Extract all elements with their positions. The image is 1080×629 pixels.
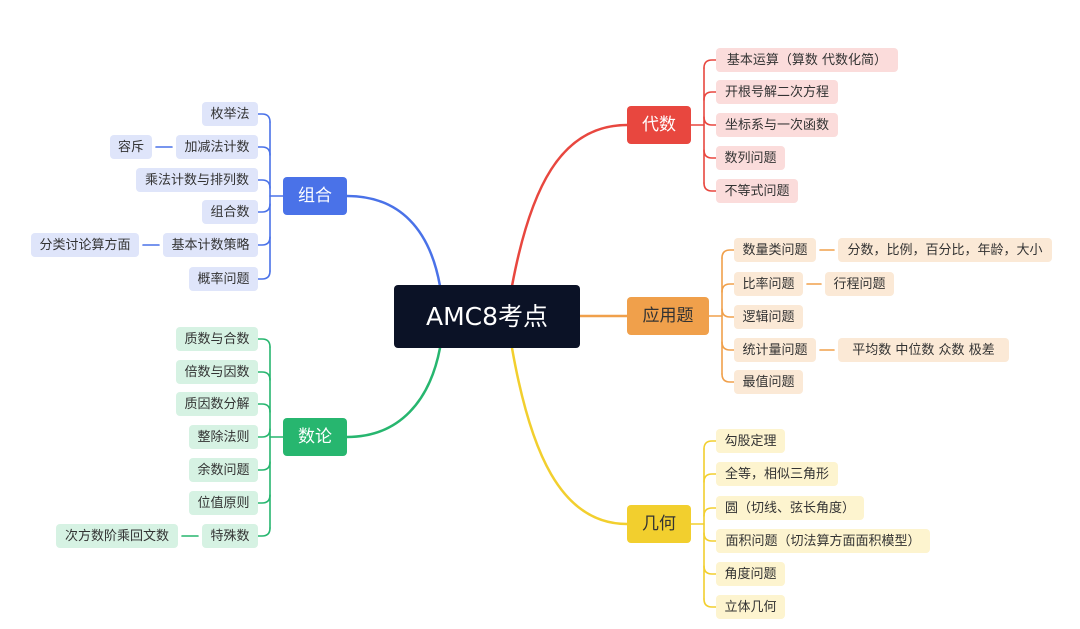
connector-application-3 [721, 341, 735, 351]
branch-combinatorics[interactable]: 组合 [283, 177, 347, 215]
connector-geometry [510, 346, 629, 526]
geometry-item-4[interactable]: 角度问题 [716, 562, 785, 586]
connector-number_theory-5 [257, 494, 271, 504]
algebra-item-4[interactable]: 不等式问题 [716, 179, 798, 203]
combinatorics-item-4[interactable]: 基本计数策略 [163, 233, 258, 257]
connector-number_theory-4 [257, 461, 271, 471]
number_theory-item-2[interactable]: 质因数分解 [176, 392, 258, 416]
connector-combinatorics-2 [257, 179, 271, 189]
connector-combinatorics [345, 194, 442, 288]
branch-algebra[interactable]: 代数 [627, 106, 691, 144]
application-item-0[interactable]: 数量类问题 [734, 238, 816, 262]
application-item-3-child[interactable]: 平均数 中位数 众数 极差 [838, 338, 1009, 362]
connector-combinatorics-5 [257, 270, 271, 280]
connector-combinatorics-4 [257, 236, 271, 246]
connector-geometry-0 [703, 440, 717, 450]
number_theory-item-5[interactable]: 位值原则 [189, 491, 258, 515]
algebra-item-1[interactable]: 开根号解二次方程 [716, 80, 838, 104]
application-item-2[interactable]: 逻辑问题 [734, 305, 803, 329]
connector-geometry-1 [703, 473, 717, 483]
application-item-1-child[interactable]: 行程问题 [825, 272, 894, 296]
combinatorics-item-5[interactable]: 概率问题 [189, 267, 258, 291]
connector-combinatorics-3 [257, 203, 271, 213]
connector-algebra-2 [703, 116, 717, 126]
connector-geometry-3 [703, 532, 717, 542]
connector-application-4 [721, 373, 735, 383]
geometry-item-1[interactable]: 全等，相似三角形 [716, 462, 838, 486]
algebra-item-2[interactable]: 坐标系与一次函数 [716, 113, 838, 137]
geometry-item-5[interactable]: 立体几何 [716, 595, 785, 619]
combinatorics-item-0[interactable]: 枚举法 [202, 102, 258, 126]
connector-combinatorics-1 [257, 146, 271, 156]
number_theory-item-6-child[interactable]: 次方数阶乘回文数 [56, 524, 178, 548]
branch-geometry[interactable]: 几何 [627, 505, 691, 543]
connector-algebra-1 [703, 91, 717, 101]
combinatorics-item-4-child[interactable]: 分类讨论算方面 [31, 233, 139, 257]
number_theory-item-4[interactable]: 余数问题 [189, 458, 258, 482]
number_theory-item-1[interactable]: 倍数与因数 [176, 360, 258, 384]
connector-geometry-5 [703, 598, 717, 608]
branch-application[interactable]: 应用题 [627, 297, 709, 335]
number_theory-item-0[interactable]: 质数与合数 [176, 327, 258, 351]
connector-algebra-0 [703, 59, 717, 69]
connector-geometry-2 [703, 507, 717, 517]
connector-application-1 [721, 283, 735, 293]
algebra-item-3[interactable]: 数列问题 [716, 146, 785, 170]
connector-combinatorics-0 [257, 113, 271, 123]
combinatorics-item-1[interactable]: 加减法计数 [176, 135, 258, 159]
connector-number_theory-2 [257, 403, 271, 413]
center-node[interactable]: AMC8考点 [394, 285, 580, 348]
connector-algebra [510, 123, 629, 288]
connector-number_theory-6 [257, 527, 271, 537]
connector-number_theory-3 [257, 428, 271, 438]
connector-number_theory-0 [257, 338, 271, 348]
connector-application-0 [721, 249, 735, 259]
connector-geometry-4 [703, 565, 717, 575]
branch-number-theory[interactable]: 数论 [283, 418, 347, 456]
algebra-item-0[interactable]: 基本运算（算数 代数化简） [716, 48, 898, 72]
number_theory-item-3[interactable]: 整除法则 [189, 425, 258, 449]
application-item-4[interactable]: 最值问题 [734, 370, 803, 394]
application-item-1[interactable]: 比率问题 [734, 272, 803, 296]
combinatorics-item-3[interactable]: 组合数 [202, 200, 258, 224]
connector-application-2 [721, 308, 735, 318]
connector-algebra-4 [703, 182, 717, 192]
connector-algebra-3 [703, 149, 717, 159]
geometry-item-3[interactable]: 面积问题（切法算方面面积模型） [716, 529, 930, 553]
connector-number_theory-1 [257, 371, 271, 381]
combinatorics-item-2[interactable]: 乘法计数与排列数 [136, 168, 258, 192]
geometry-item-0[interactable]: 勾股定理 [716, 429, 785, 453]
application-item-0-child[interactable]: 分数，比例，百分比，年龄，大小 [838, 238, 1052, 262]
geometry-item-2[interactable]: 圆（切线、弦长角度） [716, 496, 864, 520]
combinatorics-item-1-child[interactable]: 容斥 [110, 135, 152, 159]
connector-number-theory [345, 346, 442, 439]
number_theory-item-6[interactable]: 特殊数 [202, 524, 258, 548]
application-item-3[interactable]: 统计量问题 [734, 338, 816, 362]
